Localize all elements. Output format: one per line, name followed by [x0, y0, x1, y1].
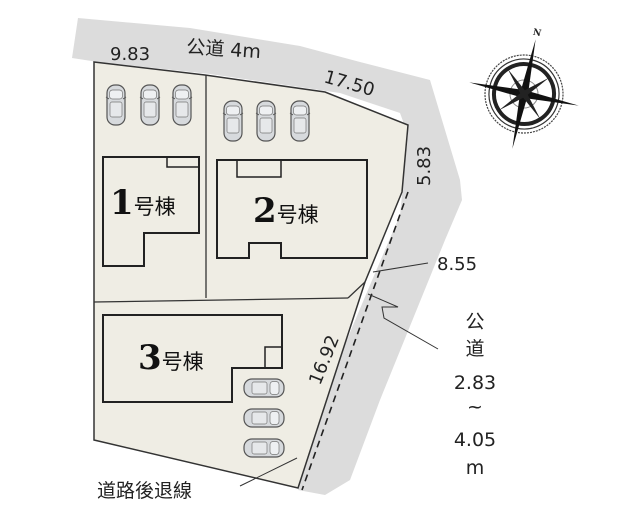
dimension-north-lot1: 9.83: [110, 44, 150, 65]
svg-text:m: m: [466, 457, 485, 479]
building-1-label: 1号棟: [110, 183, 176, 223]
svg-text:2.83: 2.83: [454, 372, 496, 394]
svg-text:道: 道: [465, 338, 484, 360]
building-2: [216, 159, 368, 259]
svg-text:4.05: 4.05: [454, 429, 496, 451]
north-road-label: 公道 4m: [186, 36, 262, 63]
parking-lot-2: [222, 100, 311, 142]
svg-text:公: 公: [465, 311, 484, 333]
north-road: [72, 18, 462, 495]
east-road-label: 公 道 2.83 ~ 4.05 m: [454, 311, 496, 479]
svg-text:N: N: [532, 28, 542, 39]
dimension-east-middle: 8.55: [437, 254, 477, 275]
parking-lot-1: [105, 84, 193, 126]
setback-line: [301, 191, 409, 491]
compass-rose-icon: N: [469, 28, 579, 149]
building-1: [102, 156, 200, 267]
lot-divider-top-bottom: [93, 297, 349, 303]
dimension-east-upper: 5.83: [414, 146, 435, 186]
building-2-label: 2号棟: [253, 191, 319, 231]
setback-line-label: 道路後退線: [97, 480, 192, 502]
parking-lot-3: [243, 378, 285, 458]
building-3-label: 3号棟: [138, 338, 204, 378]
svg-text:~: ~: [467, 396, 483, 418]
building-3: [102, 314, 283, 403]
